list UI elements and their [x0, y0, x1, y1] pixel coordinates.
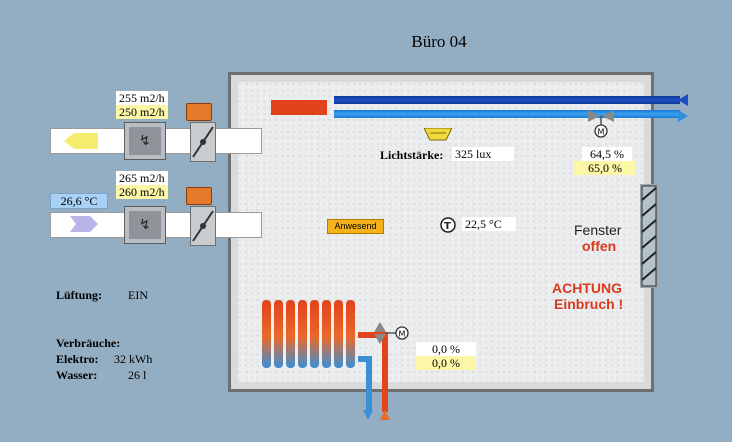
exhaust-flow-setpoint[interactable]: 260 m2/h: [116, 185, 168, 199]
cooling-valve-actual: 64,5 %: [582, 147, 632, 161]
water-label: Wasser:: [56, 368, 98, 382]
svg-text:T: T: [444, 221, 451, 232]
heating-valve-setpoint[interactable]: 0,0 %: [416, 356, 476, 370]
supply-fan[interactable]: ↯: [124, 122, 166, 160]
supply-arrow-icon: [64, 133, 98, 149]
supply-damper[interactable]: [190, 122, 216, 162]
fan-icon: ↯: [139, 217, 151, 233]
water-value: 26 l: [128, 368, 147, 382]
supply-damper-motor-icon: [186, 103, 212, 121]
page-title: Büro 04: [411, 32, 467, 51]
thermostat-icon: T: [440, 217, 456, 233]
alarm-line1: ACHTUNG: [552, 280, 622, 296]
cooling-pipe-arrows-icon: [678, 94, 688, 122]
heating-pipe-supply-down: [382, 332, 388, 412]
supply-flow-actual: 255 m2/h: [116, 91, 168, 105]
exhaust-fan[interactable]: ↯: [124, 206, 166, 244]
heating-pipe-return-down: [366, 356, 372, 412]
heating-indicator: [271, 100, 327, 115]
heating-valve-icon[interactable]: M: [370, 318, 414, 352]
cooling-valve-setpoint[interactable]: 65,0 %: [574, 161, 636, 175]
window-status-line2: offen: [582, 238, 617, 254]
heating-pipe-supply: [358, 332, 386, 338]
ventilation-label: Lüftung:: [56, 288, 103, 302]
light-value: 325 lux: [452, 147, 514, 161]
ceiling-light-icon: [424, 128, 452, 141]
consumption-heading: Verbräuche:: [56, 336, 121, 350]
exhaust-damper-motor-icon: [186, 187, 212, 205]
ventilation-value[interactable]: EIN: [128, 288, 148, 302]
exhaust-damper[interactable]: [190, 206, 216, 246]
window-status-line1: Fenster: [574, 222, 622, 238]
heating-pipe-arrows-icon: [363, 410, 390, 420]
heating-pipe-return: [358, 356, 372, 362]
exhaust-arrow-icon: [70, 216, 98, 232]
cooling-pipe-supply: [334, 110, 680, 118]
svg-text:M: M: [399, 330, 406, 339]
outside-temperature: 26,6 °C: [50, 193, 108, 209]
cooling-pipe-return: [334, 96, 680, 104]
supply-flow-setpoint[interactable]: 250 m2/h: [116, 105, 168, 119]
radiator-icon: [262, 300, 355, 368]
electric-value: 32 kWh: [114, 352, 153, 366]
light-label: Lichtstärke:: [380, 148, 444, 162]
room-temperature: 22,5 °C: [462, 217, 516, 231]
exhaust-flow-actual: 265 m2/h: [116, 171, 168, 185]
fan-icon: ↯: [139, 133, 151, 149]
heating-valve-actual: 0,0 %: [416, 342, 476, 356]
cooling-valve-icon[interactable]: M: [586, 104, 620, 138]
window-open-icon: [640, 184, 658, 288]
alarm-line2: Einbruch !: [554, 296, 624, 312]
electric-label: Elektro:: [56, 352, 99, 366]
svg-text:M: M: [598, 128, 605, 137]
presence-indicator[interactable]: Anwesend: [327, 219, 384, 234]
